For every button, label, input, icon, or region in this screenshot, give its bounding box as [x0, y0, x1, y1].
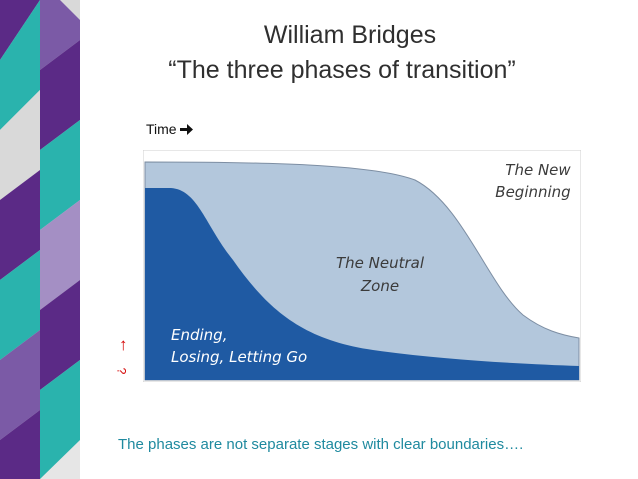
slide-title: William Bridges [80, 20, 620, 50]
transition-phases-diagram: The New Beginning The Neutral Zone Endin… [143, 150, 581, 382]
ending-label-line2: Losing, Letting Go [171, 348, 307, 366]
neutral-zone-label-line1: The Neutral [336, 254, 425, 272]
time-label-text: Time [146, 121, 177, 137]
slide-subtitle: “The three phases of transition” [72, 55, 612, 85]
right-arrow-icon [180, 124, 193, 135]
time-axis-label: Time [146, 121, 193, 137]
decorative-side-pattern [0, 0, 80, 479]
caption-text: The phases are not separate stages with … [118, 436, 523, 453]
rotated-side-mark: ? [114, 368, 128, 375]
ending-label-line1: Ending, [171, 326, 227, 344]
up-arrow-icon: ↑ [119, 336, 128, 354]
new-beginning-label-line1: The New [505, 161, 571, 179]
new-beginning-label-line2: Beginning [495, 183, 570, 201]
neutral-zone-label-line2: Zone [360, 277, 399, 295]
